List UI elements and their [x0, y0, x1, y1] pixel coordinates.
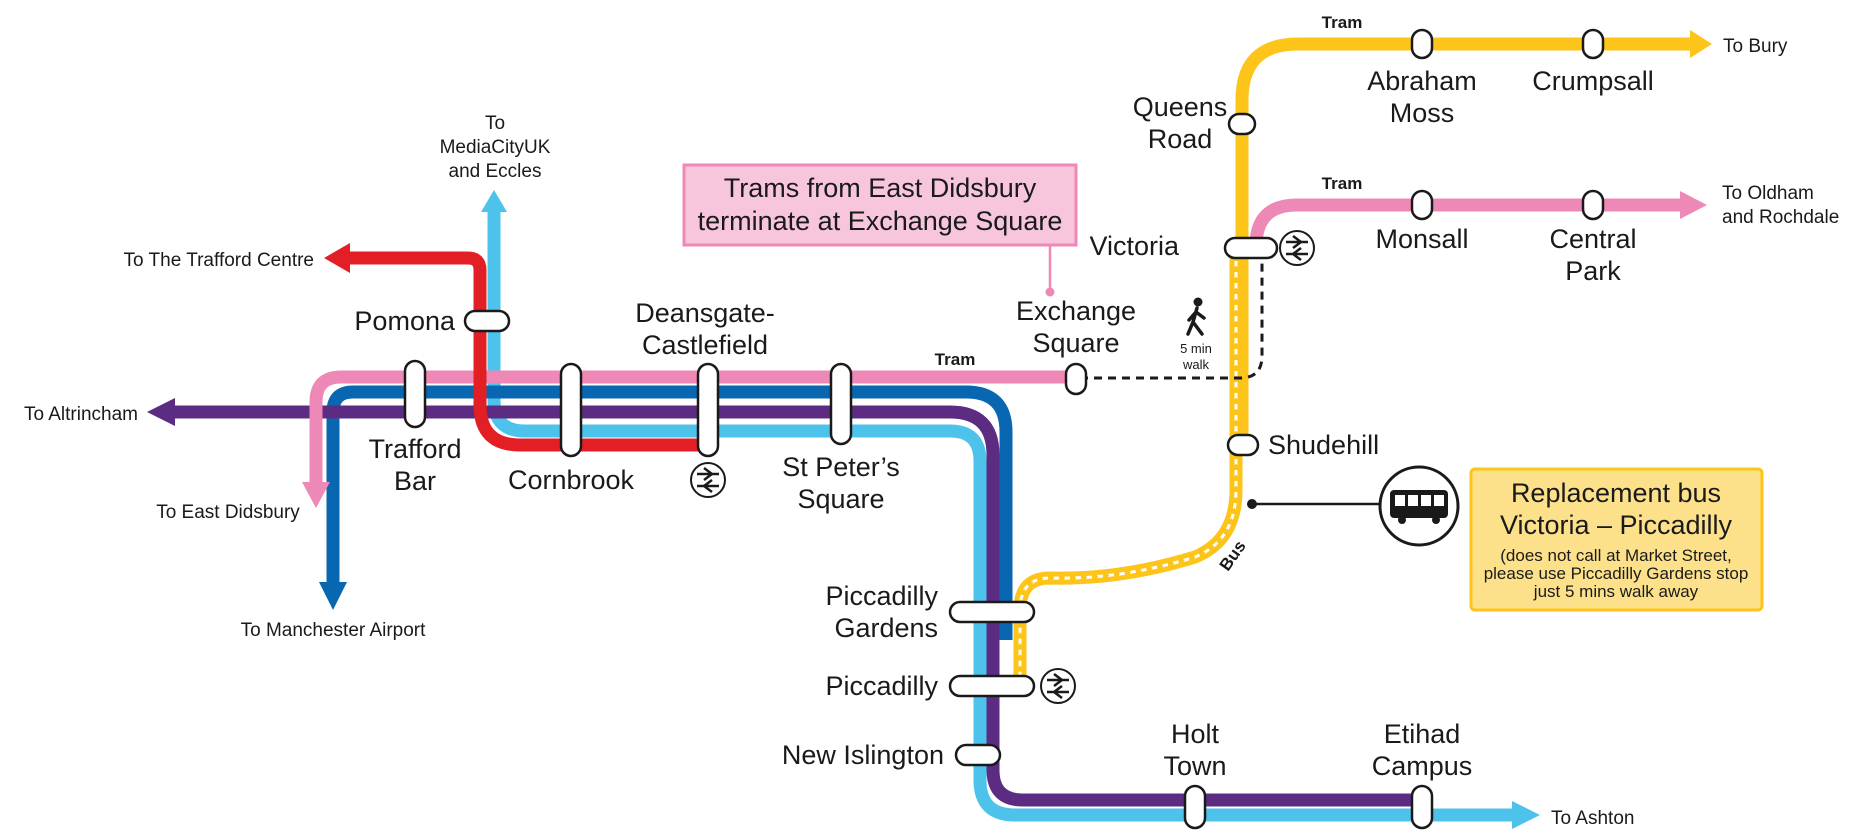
label-central-park-2: Park — [1565, 256, 1621, 286]
airport-line — [326, 385, 1013, 640]
dest-oldham-1: To Oldham — [1722, 183, 1814, 204]
bus-icon — [1247, 465, 1460, 547]
dest-airport: To Manchester Airport — [241, 620, 427, 641]
bus-box-title-1: Replacement bus — [1511, 478, 1721, 508]
label-abraham-moss-1: Abraham — [1367, 66, 1477, 96]
walk-label: walk — [1182, 357, 1210, 372]
label-piccadilly-gardens-1: Piccadilly — [825, 581, 938, 611]
stop-crumpsall[interactable] — [1581, 28, 1605, 60]
stop-monsall[interactable] — [1410, 189, 1434, 221]
eccles-ashton-line — [487, 212, 1512, 822]
tag-tram-exchange: Tram — [935, 350, 976, 369]
arrow-icon — [1680, 191, 1707, 219]
label-holt-town-2: Town — [1163, 751, 1226, 781]
arrow-icon — [1690, 30, 1712, 58]
arrow-icon — [324, 243, 350, 273]
stop-trafford-bar[interactable] — [403, 359, 427, 429]
label-trafford-bar-2: Bar — [394, 466, 436, 496]
dest-oldham-2: and Rochdale — [1722, 207, 1839, 228]
dest-trafford-centre: To The Trafford Centre — [124, 250, 314, 271]
label-exchange-square-1: Exchange — [1016, 296, 1136, 326]
label-st-peters-1: St Peter’s — [782, 452, 900, 482]
stop-cornbrook[interactable] — [559, 362, 583, 458]
stop-new-islington[interactable] — [954, 743, 1002, 767]
label-cornbrook: Cornbrook — [508, 465, 635, 495]
stop-holt-town[interactable] — [1183, 784, 1207, 830]
label-shudehill: Shudehill — [1268, 430, 1379, 460]
dest-altrincham: To Altrincham — [24, 404, 138, 425]
label-abraham-moss-2: Moss — [1390, 98, 1455, 128]
walking-person-icon — [1186, 297, 1206, 336]
arrow-icon — [481, 190, 507, 212]
national-rail-icon — [1039, 667, 1077, 705]
label-monsall: Monsall — [1375, 224, 1468, 254]
stop-deansgate[interactable] — [696, 362, 720, 458]
trafford-centre-line — [350, 251, 710, 452]
label-etihad-1: Etihad — [1384, 719, 1461, 749]
stop-piccadilly[interactable] — [948, 674, 1036, 698]
arrow-icon — [319, 582, 347, 610]
arrow-icon — [1512, 801, 1540, 829]
walk-time: 5 min — [1180, 341, 1212, 356]
stop-victoria[interactable] — [1223, 236, 1279, 260]
arrow-icon — [302, 482, 330, 508]
stop-abraham-moss[interactable] — [1410, 28, 1434, 60]
walking-route — [1080, 252, 1264, 380]
label-piccadilly-gardens-2: Gardens — [834, 613, 938, 643]
label-pomona: Pomona — [354, 306, 456, 336]
label-trafford-bar-1: Trafford — [368, 434, 461, 464]
label-piccadilly: Piccadilly — [825, 671, 938, 701]
tag-tram-bury: Tram — [1322, 13, 1363, 32]
label-etihad-2: Campus — [1372, 751, 1473, 781]
dest-mediacity-3: and Eccles — [449, 161, 542, 182]
label-crumpsall: Crumpsall — [1532, 66, 1654, 96]
tag-tram-oldham: Tram — [1322, 174, 1363, 193]
stop-st-peters[interactable] — [829, 362, 853, 446]
dest-east-didsbury: To East Didsbury — [156, 502, 300, 523]
stop-exchange-square[interactable] — [1064, 362, 1088, 396]
label-deansgate-2: Castlefield — [642, 330, 768, 360]
label-queens-road-2: Road — [1148, 124, 1213, 154]
replacement-bus-route — [1013, 250, 1243, 690]
east-didsbury-line — [309, 370, 1076, 482]
notice-line-2: terminate at Exchange Square — [698, 206, 1063, 236]
dest-mediacity-1: To — [485, 113, 505, 134]
terminate-notice: Trams from East Didsbury terminate at Ex… — [682, 163, 1078, 297]
label-new-islington: New Islington — [782, 740, 944, 770]
dest-mediacity-2: MediaCityUK — [440, 137, 551, 158]
stop-queens-road[interactable] — [1227, 112, 1257, 136]
stop-shudehill[interactable] — [1226, 433, 1260, 457]
dest-bury: To Bury — [1723, 36, 1788, 57]
stop-pomona[interactable] — [463, 309, 511, 333]
altrincham-ashton-line — [175, 405, 1422, 807]
replacement-bus-box: Replacement bus Victoria – Piccadilly (d… — [1469, 467, 1764, 612]
bus-box-note-3: just 5 mins walk away — [1533, 582, 1699, 601]
label-queens-road-1: Queens — [1133, 92, 1228, 122]
label-holt-town-1: Holt — [1171, 719, 1220, 749]
bury-line — [1235, 37, 1690, 455]
arrow-icon — [147, 398, 175, 426]
label-st-peters-2: Square — [797, 484, 884, 514]
bus-box-note-1: (does not call at Market Street, — [1500, 546, 1732, 565]
stop-piccadilly-gardens[interactable] — [948, 600, 1036, 624]
stop-central-park[interactable] — [1581, 189, 1605, 221]
bus-box-note-2: please use Piccadilly Gardens stop — [1484, 564, 1749, 583]
stop-etihad-campus[interactable] — [1410, 784, 1434, 830]
dest-ashton: To Ashton — [1551, 808, 1634, 829]
national-rail-icon — [1278, 229, 1316, 267]
national-rail-icon — [689, 461, 727, 499]
label-exchange-square-2: Square — [1032, 328, 1119, 358]
notice-line-1: Trams from East Didsbury — [724, 173, 1037, 203]
bus-box-title-2: Victoria – Piccadilly — [1500, 510, 1733, 540]
label-central-park-1: Central — [1549, 224, 1636, 254]
label-deansgate-1: Deansgate- — [635, 298, 775, 328]
label-victoria: Victoria — [1089, 231, 1180, 261]
